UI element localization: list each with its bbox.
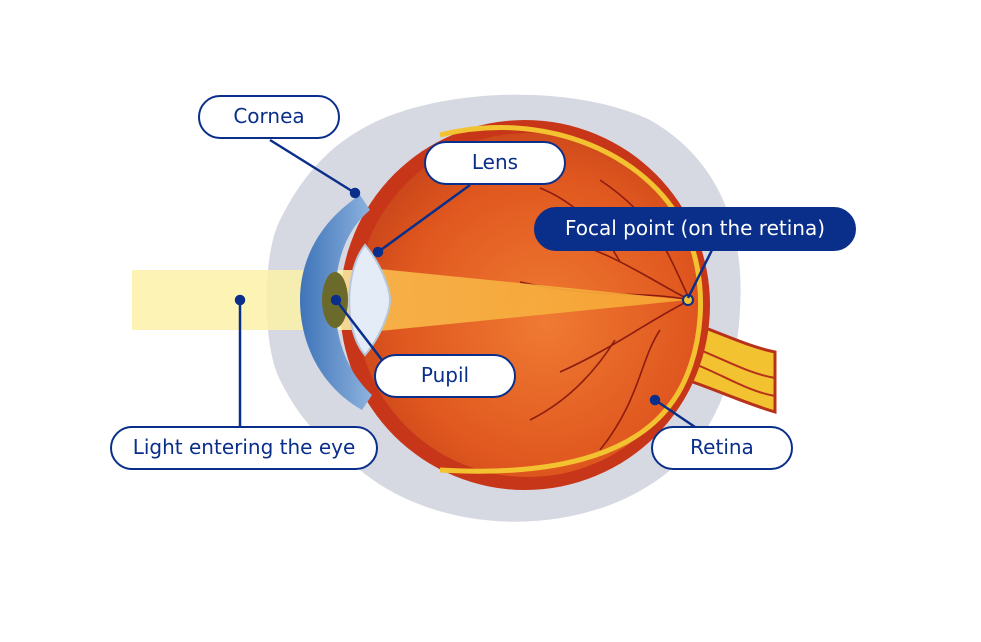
focal-leader-line (686, 249, 714, 299)
light-leader-dot (234, 294, 246, 306)
retina-label: Retina (651, 426, 793, 470)
cornea (300, 195, 372, 410)
cornea-leader-line (269, 138, 356, 195)
lens-label: Lens (424, 141, 566, 185)
pupil-leader-dot (330, 294, 342, 306)
lens-leader-line (377, 183, 471, 254)
diagram-caption: Eye with Clear Vision (288, 548, 693, 588)
light-entering-label: Light entering the eye (110, 426, 378, 470)
retina-leader-dot (649, 394, 661, 406)
retina-leader-line (654, 398, 696, 429)
cornea-label: Cornea (198, 95, 340, 139)
cornea-leader-dot (349, 187, 361, 199)
lens-leader-dot (372, 246, 384, 258)
lens (348, 243, 392, 357)
pupil-label: Pupil (374, 354, 516, 398)
focused-light-beam (370, 268, 688, 332)
focal-point-dot (682, 294, 694, 306)
focal-point-label: Focal point (on the retina) (534, 207, 856, 251)
retina-layer (439, 125, 703, 474)
